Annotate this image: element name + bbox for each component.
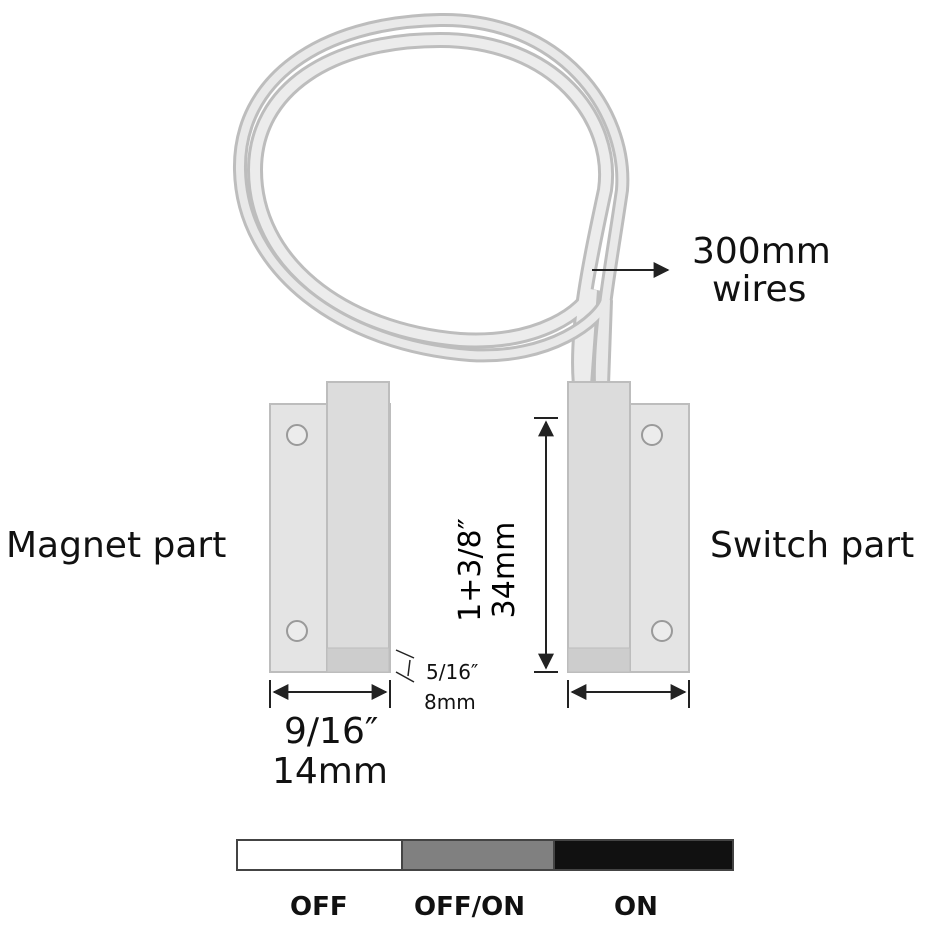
width-mm-label: 14mm	[272, 751, 388, 792]
switch-body	[567, 381, 631, 673]
wire-outer-fill	[249, 34, 612, 390]
magnet-body	[326, 381, 390, 673]
switch-body-cap	[567, 647, 631, 673]
switch-screw-hole-top	[641, 424, 663, 446]
switch-screw-hole-bottom	[651, 620, 673, 642]
height-mm-label: 34mm	[487, 521, 522, 619]
magnet-width-dimension	[269, 680, 391, 708]
height-label: 1+3/8″ 34mm	[453, 518, 522, 622]
depth-mm-label: 8mm	[424, 690, 476, 714]
switch-part-label: Switch part	[710, 525, 915, 566]
legend-label-on: ON	[614, 892, 658, 922]
legend-segment-off	[236, 839, 403, 871]
switch-width-dimension	[567, 680, 690, 708]
wire-loop	[232, 12, 630, 393]
depth-dimension	[395, 649, 415, 683]
depth-inch-label: 5/16″	[426, 660, 479, 684]
legend-label-off-on: OFF/ON	[414, 892, 525, 922]
legend-segment-off-on	[401, 839, 555, 871]
magnet-part	[269, 381, 391, 673]
magnet-part-label: Magnet part	[6, 525, 227, 566]
magnet-screw-hole-top	[286, 424, 308, 446]
height-inch-label: 1+3/8″	[453, 518, 488, 622]
wire-label: wires	[712, 269, 807, 310]
width-inch-label: 9/16″	[284, 711, 379, 752]
magnet-body-cap	[326, 647, 390, 673]
switch-part	[567, 381, 690, 673]
magnet-screw-hole-bottom	[286, 620, 308, 642]
height-dimension	[534, 417, 558, 673]
state-legend-bar	[236, 839, 734, 871]
wire-inner-fill	[235, 15, 627, 389]
wire-length-label: 300mm	[692, 231, 831, 272]
legend-segment-on	[553, 839, 734, 871]
legend-label-off: OFF	[290, 892, 348, 922]
